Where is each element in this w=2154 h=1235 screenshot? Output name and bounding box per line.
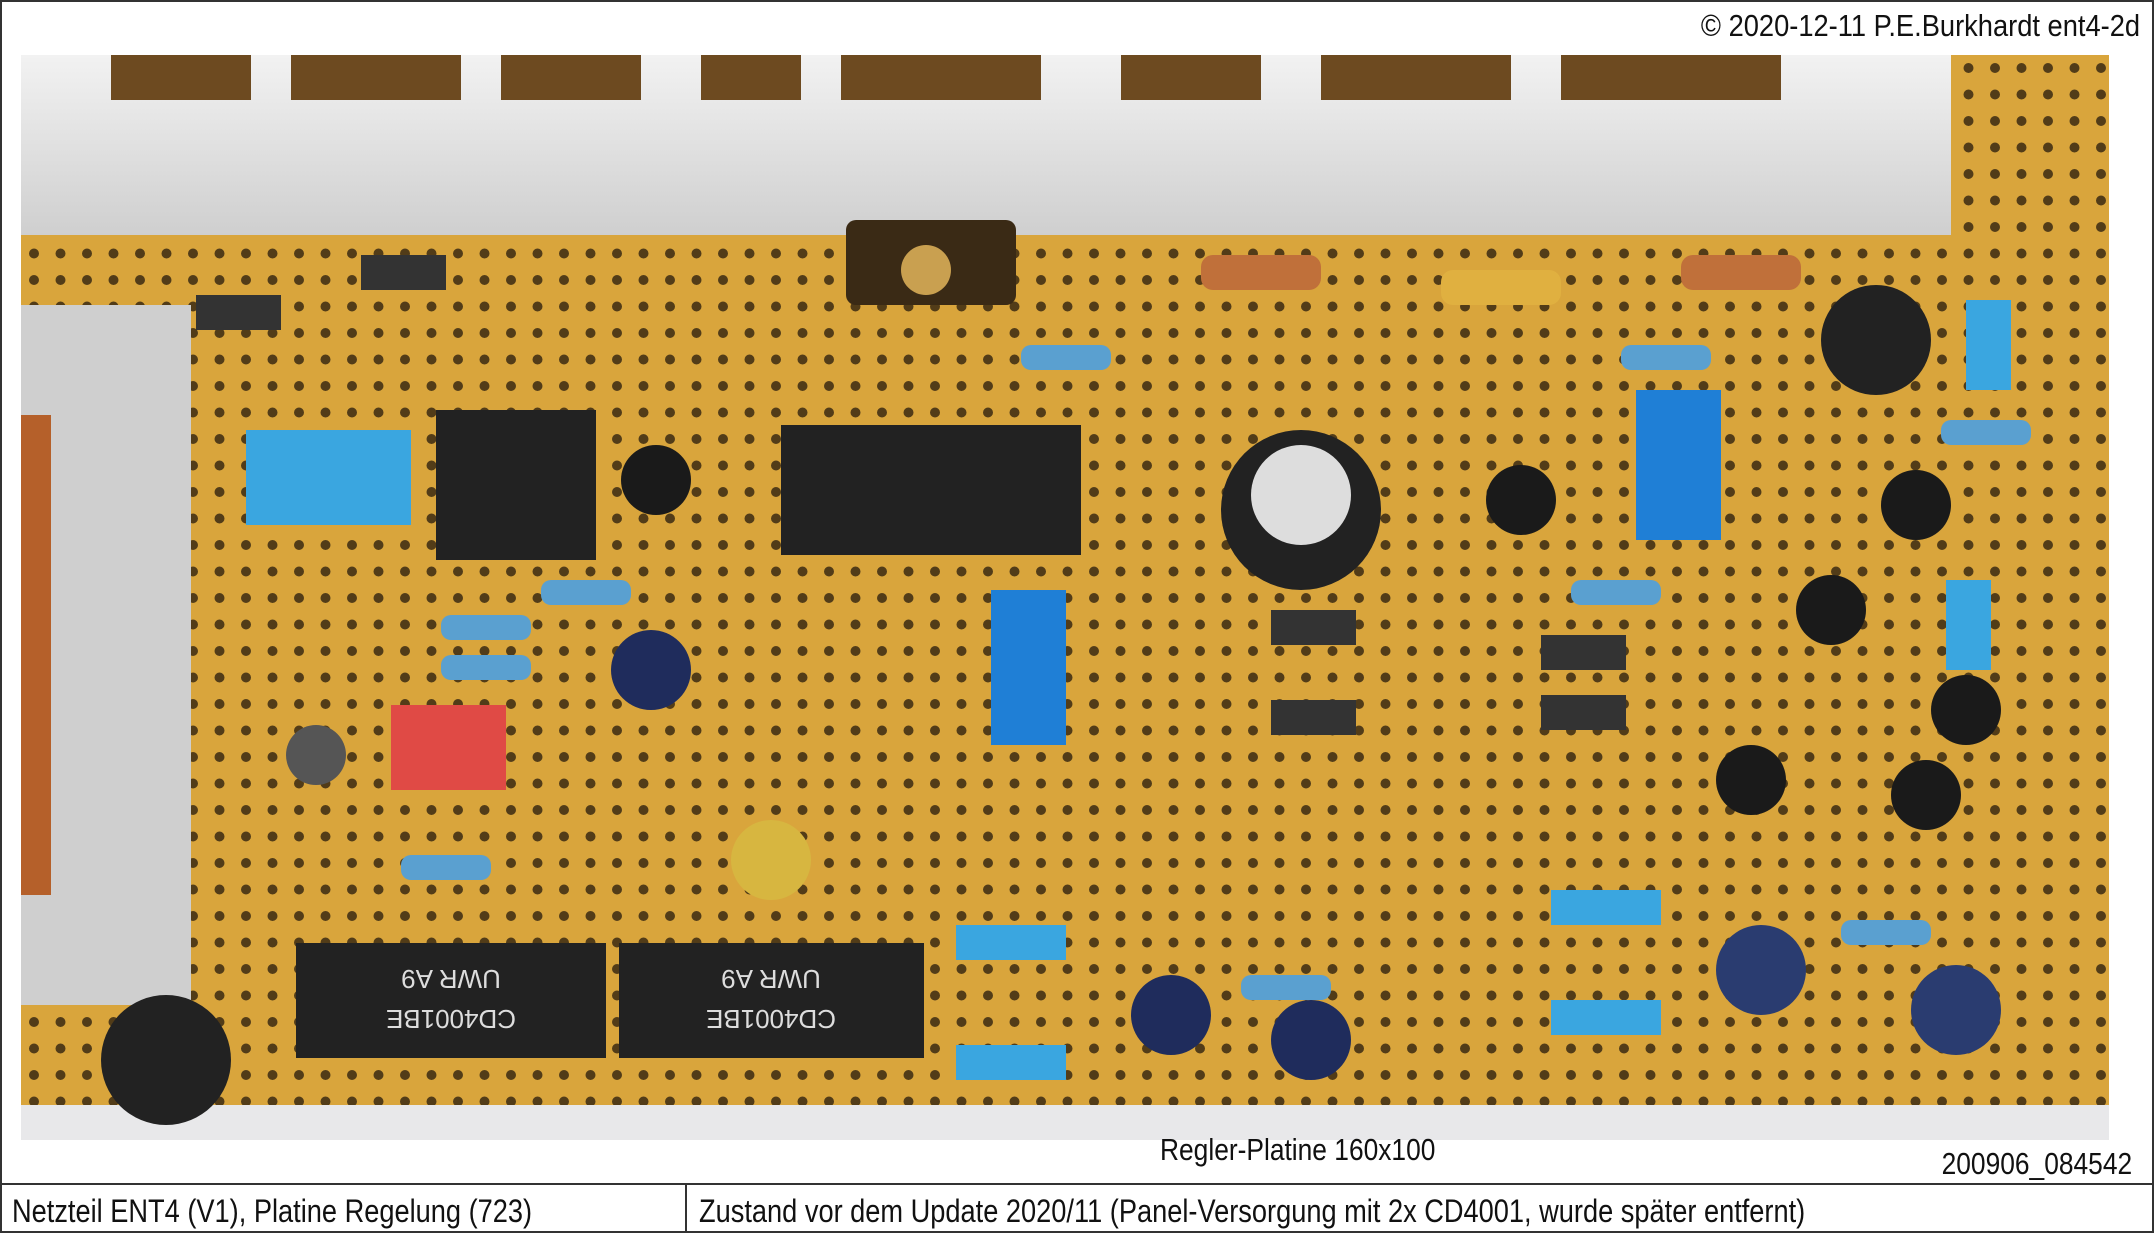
electrolytic-capacitor: [1911, 965, 2001, 1055]
footer-table: Netzteil ENT4 (V1), Platine Regelung (72…: [0, 1183, 2154, 1235]
trimmer-pot: [991, 590, 1066, 745]
electrolytic-capacitor: [1821, 285, 1931, 395]
film-capacitors: [956, 300, 2011, 1080]
board-bottom-edge: [21, 1105, 2109, 1140]
diodes: [196, 255, 1626, 735]
photo-id: 200906_084542: [1941, 1146, 2132, 1181]
ic-label-type: CD4001BE: [706, 1004, 836, 1034]
pcb-photo: CD4001BE UWR A9 CD4001BE UWR A9: [21, 55, 2109, 1140]
electrolytic-capacitor: [611, 630, 691, 710]
electrolytic-capacitor: [731, 820, 811, 900]
footer-cell-description: Zustand vor dem Update 2020/11 (Panel-Ve…: [687, 1185, 2154, 1233]
resistors-brown: [1201, 255, 1801, 305]
ic-dip14-top: [781, 425, 1081, 555]
trimmer-pot: [246, 430, 411, 525]
footer-title: Netzteil ENT4 (V1), Platine Regelung (72…: [12, 1193, 533, 1229]
inductor: [101, 995, 231, 1125]
red-capacitor: [391, 705, 506, 790]
copyright-notice: © 2020-12-11 P.E.Burkhardt ent4-2d: [1700, 8, 2140, 43]
resistors: [401, 345, 2031, 1000]
electrolytic-capacitor: [1271, 1000, 1351, 1080]
ic-dip8: [436, 410, 596, 560]
electrolytic-capacitor: [1131, 975, 1211, 1055]
footer-description: Zustand vor dem Update 2020/11 (Panel-Ve…: [699, 1193, 1806, 1229]
trimmer-pot: [1636, 390, 1721, 540]
ic-label-code: UWR A9: [721, 964, 821, 994]
ic-cd4001-left: [296, 943, 606, 1058]
ic-label-code: UWR A9: [401, 964, 501, 994]
transistors: [286, 445, 2001, 830]
electrolytic-capacitor: [1716, 925, 1806, 1015]
ic-cd4001-right: [619, 943, 924, 1058]
photo-caption: Regler-Platine 160x100: [1160, 1132, 1436, 1167]
footer-cell-title: Netzteil ENT4 (V1), Platine Regelung (72…: [0, 1185, 687, 1233]
ic-label-type: CD4001BE: [386, 1004, 516, 1034]
